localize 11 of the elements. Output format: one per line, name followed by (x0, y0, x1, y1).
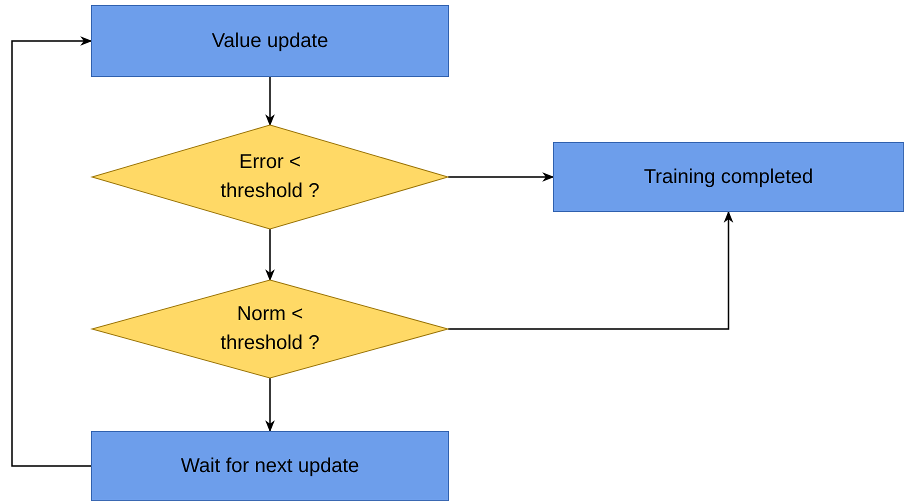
process-box: Value update (91, 5, 449, 77)
arrow (11, 36, 92, 467)
arrow (448, 210, 734, 330)
decision-text: Error < threshold ? (220, 150, 320, 204)
process-box: Wait for next update (91, 431, 449, 501)
decision-text: Norm < threshold ? (220, 302, 320, 356)
arrow (265, 378, 275, 432)
arrow (448, 172, 554, 182)
arrow (265, 77, 275, 126)
process-box: Training completed (553, 142, 904, 212)
arrow (265, 229, 275, 282)
